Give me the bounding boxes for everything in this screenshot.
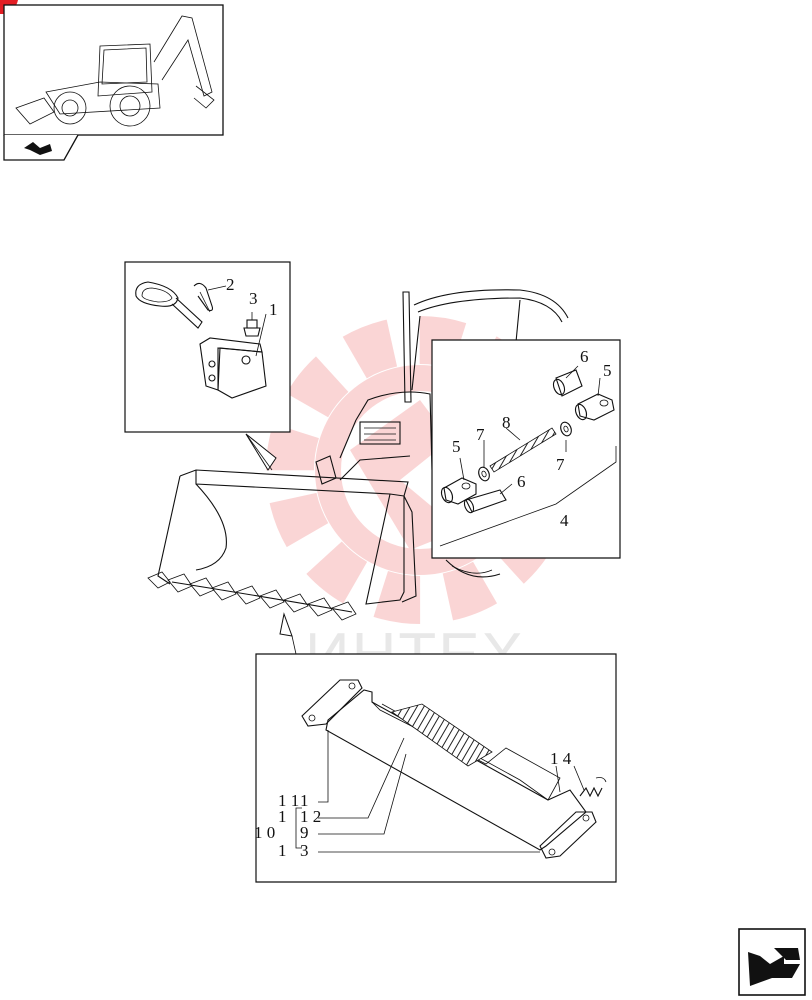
callout-4: 4 — [560, 511, 569, 530]
callout-13: 3 — [300, 841, 309, 860]
next-page-arrow-icon[interactable] — [738, 928, 806, 996]
callout-12-prefix: 1 — [278, 807, 287, 826]
loader-machine — [147, 289, 569, 655]
detail-panel-linkage — [431, 339, 621, 559]
callout-7-left: 7 — [476, 425, 485, 444]
callout-5-lower: 5 — [452, 437, 461, 456]
callout-13-prefix: 1 — [278, 841, 287, 860]
detail-panel-pins — [124, 261, 291, 433]
callout-1: 1 — [269, 300, 278, 319]
callout-11: 1 1 — [278, 791, 299, 810]
callout-6-lower: 6 — [517, 472, 526, 491]
callout-5-upper: 5 — [603, 361, 612, 380]
callout-6-upper: 6 — [580, 347, 589, 366]
callout-3: 3 — [249, 289, 258, 308]
callout-2: 2 — [226, 275, 235, 294]
backhoe-loader-thumbnail — [3, 4, 224, 161]
callout-14: 1 4 — [550, 749, 572, 768]
callout-1-beam: 1 — [300, 791, 309, 810]
detail-panel-beam — [255, 653, 617, 883]
callout-7-right: 7 — [556, 455, 565, 474]
callout-8: 8 — [502, 413, 511, 432]
callout-12: 1 2 — [300, 807, 321, 826]
callout-10: 1 0 — [254, 823, 275, 842]
callout-9: 9 — [300, 823, 309, 842]
